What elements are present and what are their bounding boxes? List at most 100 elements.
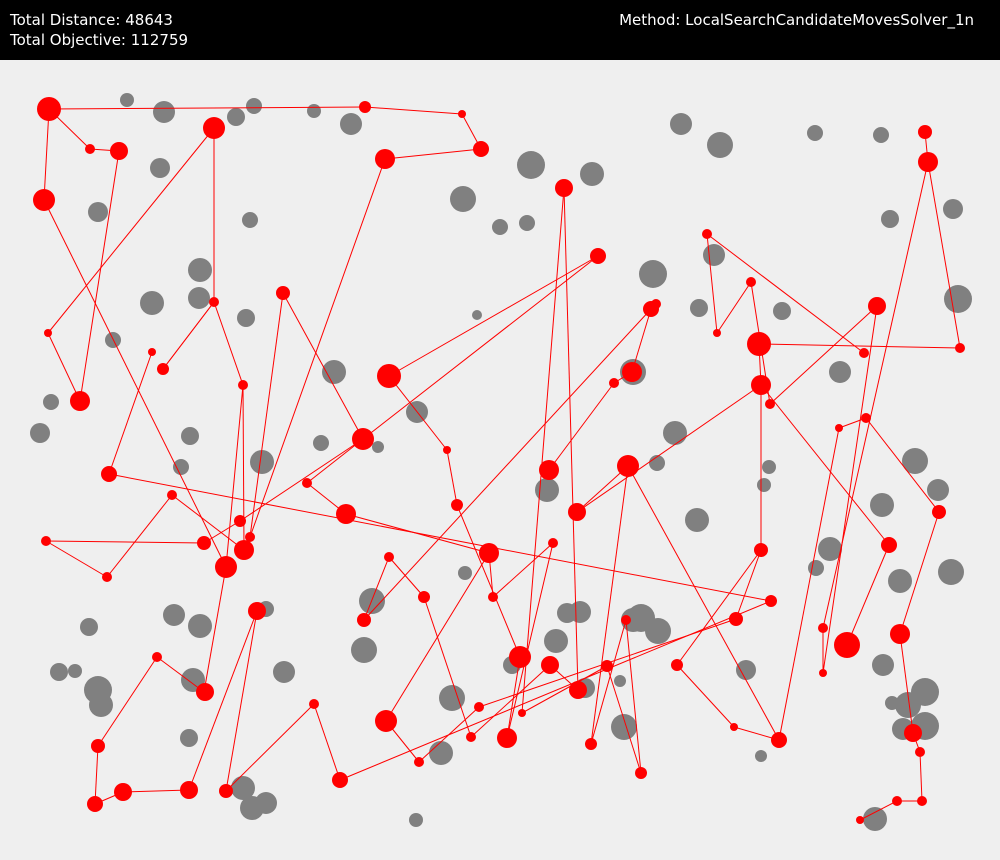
selected-node	[336, 504, 356, 524]
selected-node	[539, 460, 559, 480]
route-edge	[418, 706, 480, 763]
selected-node	[751, 375, 771, 395]
route-edge	[388, 556, 425, 598]
selected-node	[479, 543, 499, 563]
route-edge	[899, 633, 914, 734]
route-edge	[706, 233, 865, 354]
unselected-node	[670, 113, 692, 135]
unselected-node	[68, 664, 82, 678]
selected-node	[651, 299, 661, 309]
selected-node	[765, 595, 777, 607]
selected-node	[215, 556, 237, 578]
selected-node	[70, 391, 90, 411]
selected-node	[932, 505, 946, 519]
route-edge	[625, 619, 642, 774]
selected-node	[219, 784, 233, 798]
route-edge	[590, 465, 629, 745]
route-edge	[563, 187, 579, 691]
stats-panel: Total Distance: 48643 Total Objective: 1…	[10, 10, 188, 50]
selected-node	[375, 149, 395, 169]
unselected-node	[307, 104, 321, 118]
selected-node	[276, 286, 290, 300]
route-edge	[45, 540, 205, 544]
unselected-node	[227, 108, 245, 126]
selected-node	[451, 499, 463, 511]
unselected-node	[895, 692, 921, 718]
selected-node	[87, 796, 103, 812]
route-edge	[676, 549, 762, 666]
unselected-nodes-layer	[30, 93, 972, 831]
unselected-node	[30, 423, 50, 443]
unselected-node	[544, 629, 568, 653]
selected-node	[771, 732, 787, 748]
unselected-node	[807, 125, 823, 141]
selected-node	[621, 615, 631, 625]
route-edge	[735, 549, 762, 620]
total-distance-row: Total Distance: 48643	[10, 10, 188, 30]
unselected-node	[881, 210, 899, 228]
route-edge	[388, 375, 448, 451]
selected-node	[568, 503, 586, 521]
selected-nodes-layer	[33, 97, 965, 824]
selected-node	[248, 602, 266, 620]
route-edge	[47, 127, 215, 334]
unselected-node	[517, 151, 545, 179]
route-edge	[899, 511, 940, 635]
route-edge	[446, 449, 458, 506]
route-edge	[306, 438, 364, 484]
unselected-node	[685, 508, 709, 532]
route-edge	[282, 292, 364, 440]
route-edge	[249, 158, 386, 538]
selected-node	[868, 297, 886, 315]
unselected-node	[50, 663, 68, 681]
route-edge	[156, 656, 205, 693]
selected-node	[834, 632, 860, 658]
selected-node	[180, 781, 198, 799]
route-edge	[313, 703, 341, 781]
selected-node	[713, 329, 721, 337]
route-edge	[822, 161, 929, 629]
route-edge	[203, 566, 227, 693]
selected-node	[890, 624, 910, 644]
selected-node	[819, 669, 827, 677]
selected-node	[541, 656, 559, 674]
unselected-node	[773, 302, 791, 320]
unselected-node	[43, 394, 59, 410]
selected-node	[473, 141, 489, 157]
route-edge	[423, 596, 472, 738]
route-edge	[676, 664, 735, 728]
route-edge	[492, 542, 554, 598]
selected-node	[671, 659, 683, 671]
selected-node	[569, 681, 587, 699]
total-objective-label: Total Objective:	[10, 31, 126, 49]
route-edge	[384, 148, 482, 160]
unselected-node	[762, 460, 776, 474]
selected-node	[765, 399, 775, 409]
route-edge	[606, 665, 642, 774]
selected-node	[234, 515, 246, 527]
selected-node	[509, 646, 531, 668]
unselected-node	[188, 614, 212, 638]
method-indicator: Method: LocalSearchCandidateMovesSolver_…	[619, 10, 974, 30]
selected-node	[110, 142, 128, 160]
unselected-node	[163, 604, 185, 626]
route-edge	[188, 610, 258, 791]
selected-node	[635, 767, 647, 779]
route-edge	[576, 384, 762, 513]
selected-node	[375, 710, 397, 732]
selected-node	[41, 536, 51, 546]
route-edge	[716, 281, 752, 334]
selected-node	[904, 724, 922, 742]
route-edge	[79, 150, 120, 402]
total-objective-value: 112759	[130, 31, 189, 49]
selected-node	[859, 348, 869, 358]
unselected-node	[818, 537, 842, 561]
route-edge	[778, 427, 840, 741]
unselected-node	[409, 813, 423, 827]
header-bar: Total Distance: 48643 Total Objective: 1…	[0, 0, 1000, 60]
unselected-node	[89, 693, 113, 717]
selected-node	[114, 783, 132, 801]
route-edge	[576, 465, 629, 513]
unselected-node	[757, 478, 771, 492]
route-edge	[108, 351, 153, 475]
